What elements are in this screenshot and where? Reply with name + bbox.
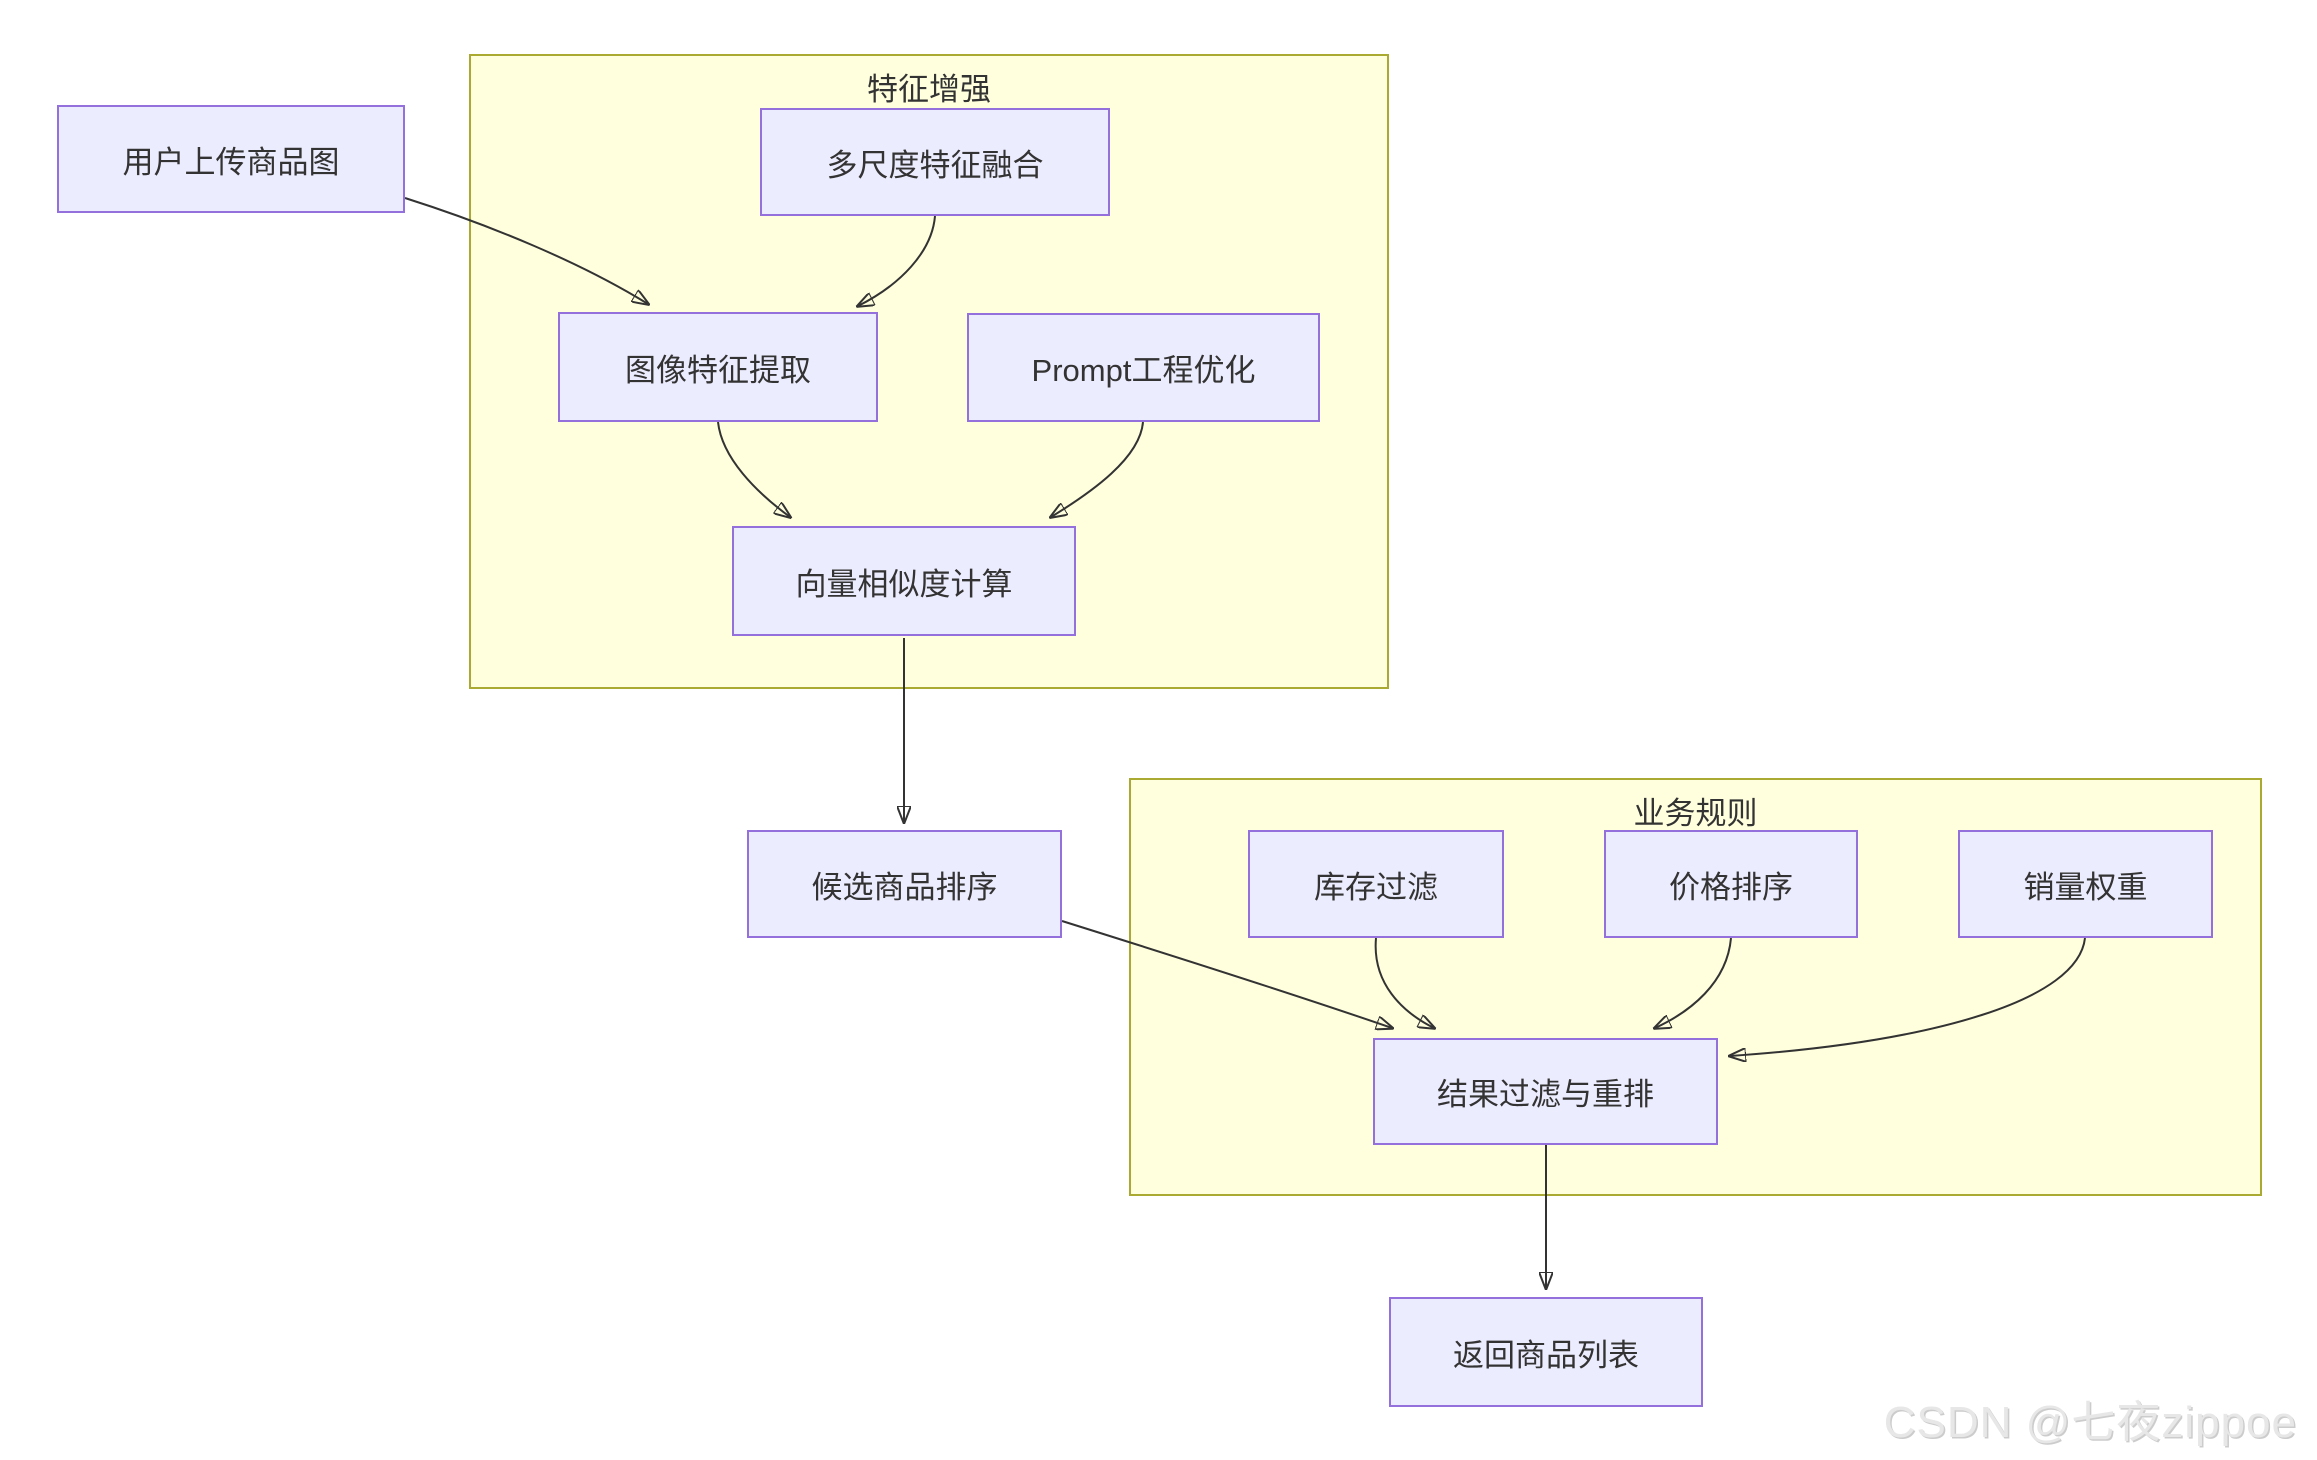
- node-feature-extract: 图像特征提取: [558, 312, 878, 422]
- edge-multiscale-to-feature-extract: [858, 215, 936, 306]
- edge-user-upload-to-feature-extract: [404, 197, 648, 304]
- edge-prompt-opt-to-vector-sim: [1051, 421, 1144, 517]
- node-price-sort: 价格排序: [1604, 830, 1858, 938]
- node-return-list: 返回商品列表: [1389, 1297, 1703, 1407]
- node-vector-sim: 向量相似度计算: [732, 526, 1076, 636]
- node-prompt-opt: Prompt工程优化: [967, 313, 1320, 422]
- edge-stock-filter-to-result-rerank: [1374, 937, 1434, 1028]
- edge-candidate-rank-to-result-rerank: [1061, 920, 1392, 1028]
- node-candidate-rank: 候选商品排序: [747, 830, 1062, 938]
- node-multiscale: 多尺度特征融合: [760, 108, 1110, 216]
- csdn-watermark: CSDN @七夜zippoe: [1883, 1398, 2297, 1447]
- edge-price-sort-to-result-rerank: [1655, 937, 1732, 1028]
- node-stock-filter: 库存过滤: [1248, 830, 1504, 938]
- node-user-upload: 用户上传商品图: [57, 105, 405, 213]
- cluster-feature-enhance-title: 特征增强: [867, 72, 991, 107]
- node-sales-weight: 销量权重: [1958, 830, 2213, 938]
- cluster-business-rules-title: 业务规则: [1633, 796, 1758, 831]
- edge-sales-weight-to-result-rerank: [1730, 937, 2086, 1056]
- edge-feature-extract-to-vector-sim: [717, 421, 790, 517]
- node-result-rerank: 结果过滤与重排: [1373, 1038, 1718, 1145]
